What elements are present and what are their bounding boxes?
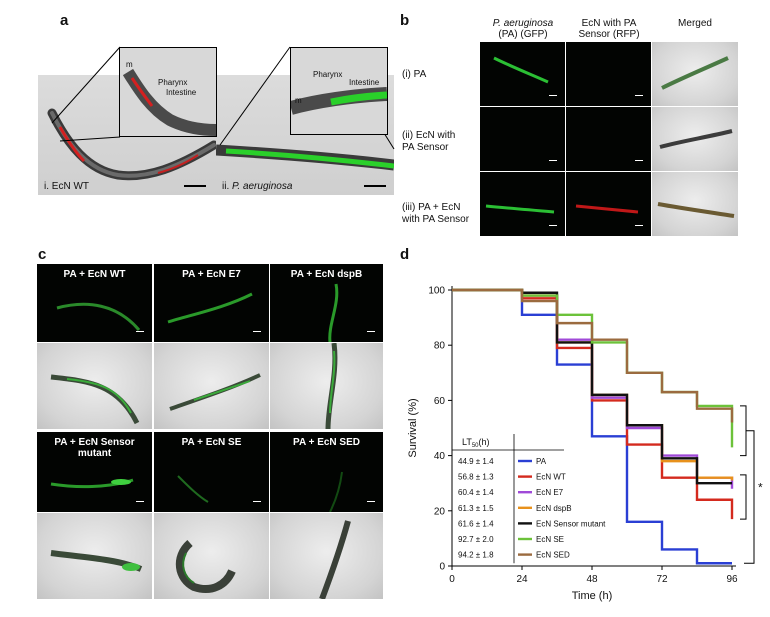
worm-pa <box>216 144 394 171</box>
legend-lt50-value: 92.7 ± 2.0 <box>458 535 494 544</box>
x-tick-label: 48 <box>586 574 598 585</box>
col-header-merged: Merged <box>678 18 712 29</box>
b-rfp-pa-ecn <box>566 172 651 236</box>
tile-label: PA + EcN WT <box>63 269 126 280</box>
y-tick-label: 40 <box>434 451 446 462</box>
series-line-ecn-sed <box>452 288 734 423</box>
c-tile-sensor-mutant-merged <box>37 513 152 599</box>
legend-lt50-value: 60.4 ± 1.4 <box>458 488 494 497</box>
y-tick-label: 0 <box>439 562 445 573</box>
c-tile-ecn-e7-gfp: PA + EcN E7 <box>154 264 269 342</box>
legend-series-name: EcN SE <box>536 535 564 544</box>
legend-series-name: EcN E7 <box>536 488 564 497</box>
intestine-label: Intestine <box>349 78 380 87</box>
x-tick-label: 0 <box>449 574 455 585</box>
b-merged-ecn <box>652 107 738 171</box>
panel-b-label: b <box>400 12 410 29</box>
x-axis-label: Time (h) <box>572 590 613 602</box>
b-gfp-ecn <box>480 107 565 171</box>
legend-lt50-value: 56.8 ± 1.3 <box>458 473 494 482</box>
inset-worm-head-gfp <box>291 87 387 115</box>
y-tick-label: 100 <box>428 286 445 297</box>
y-axis-label: Survival (%) <box>407 398 419 457</box>
mouth-label: m <box>126 60 133 69</box>
zoom-lines-right <box>219 46 395 150</box>
legend-lt50-value: 44.9 ± 1.4 <box>458 457 494 466</box>
panel-a-right-inset: m Pharynx Intestine <box>290 47 388 135</box>
mouth-label: m <box>295 96 302 105</box>
c-tile-sensor-mutant-gfp: PA + EcN Sensor mutant <box>37 432 152 512</box>
tile-label: PA + EcN E7 <box>182 269 241 280</box>
legend-series-name: EcN WT <box>536 473 566 482</box>
pharynx-label: Pharynx <box>158 78 188 87</box>
scale-bar <box>364 185 386 187</box>
c-tile-ecn-dspb-merged <box>270 343 383 429</box>
b-merged-pa-ecn <box>652 172 738 236</box>
c-tile-ecn-wt-gfp: PA + EcN WT <box>37 264 152 342</box>
x-tick-label: 72 <box>656 574 668 585</box>
b-merged-pa <box>652 42 738 106</box>
zoom-lines-left <box>51 46 121 142</box>
c-tile-ecn-e7-merged <box>154 343 269 429</box>
c-tile-ecn-se-gfp: PA + EcN SE <box>154 432 269 512</box>
tile-label: PA + EcN SED <box>293 437 360 448</box>
legend-series-name: EcN SED <box>536 551 570 560</box>
legend-header: LT50(h) <box>462 437 490 449</box>
bracket-lower <box>740 474 747 520</box>
b-rfp-ecn <box>566 107 651 171</box>
legend-series-name: EcN Sensor mutant <box>536 519 606 528</box>
c-tile-ecn-se-merged <box>154 513 269 599</box>
panel-c-label: c <box>38 246 47 263</box>
row-label-pa: (i) PA <box>402 69 427 80</box>
tile-label: PA + EcN dspB <box>290 269 363 280</box>
tile-label: PA + EcN SE <box>181 437 242 448</box>
b-gfp-pa <box>480 42 565 106</box>
legend-series-name: PA <box>536 457 547 466</box>
scale-bar <box>184 185 206 187</box>
inset-worm-head <box>122 68 216 136</box>
panel-a-left-caption: i. EcN WT <box>44 181 89 192</box>
bracket-upper <box>740 405 747 457</box>
significance-star: * <box>758 480 763 494</box>
legend-series-name: EcN dspB <box>536 504 572 513</box>
x-tick-label: 96 <box>726 574 738 585</box>
y-tick-label: 80 <box>434 341 446 352</box>
panel-d-label: d <box>400 246 410 263</box>
c-tile-ecn-sed-gfp: PA + EcN SED <box>270 432 383 512</box>
x-tick-label: 24 <box>516 574 528 585</box>
panel-a-right-caption: ii. P. aeruginosa <box>222 181 293 192</box>
legend-lt50-value: 61.3 ± 1.5 <box>458 504 494 513</box>
c-tile-ecn-dspb-gfp: PA + EcN dspB <box>270 264 383 342</box>
c-tile-ecn-sed-merged <box>270 513 383 599</box>
panel-a-label: a <box>60 12 69 29</box>
legend-lt50-value: 94.2 ± 1.8 <box>458 551 494 560</box>
tile-label: PA + EcN Sensor mutant <box>54 437 135 459</box>
y-tick-label: 60 <box>434 396 446 407</box>
col-header-gfp: P. aeruginosa(PA) (GFP) <box>492 18 554 40</box>
bracket-outer <box>744 430 755 564</box>
b-gfp-pa-ecn <box>480 172 565 236</box>
y-tick-label: 20 <box>434 506 446 517</box>
legend-lt50-value: 61.6 ± 1.4 <box>458 519 494 528</box>
intestine-label: Intestine <box>166 88 197 97</box>
pharynx-label: Pharynx <box>313 70 343 79</box>
panel-a-left-inset: m Pharynx Intestine <box>119 47 217 137</box>
c-tile-ecn-wt-merged <box>37 343 152 429</box>
b-rfp-pa <box>566 42 651 106</box>
